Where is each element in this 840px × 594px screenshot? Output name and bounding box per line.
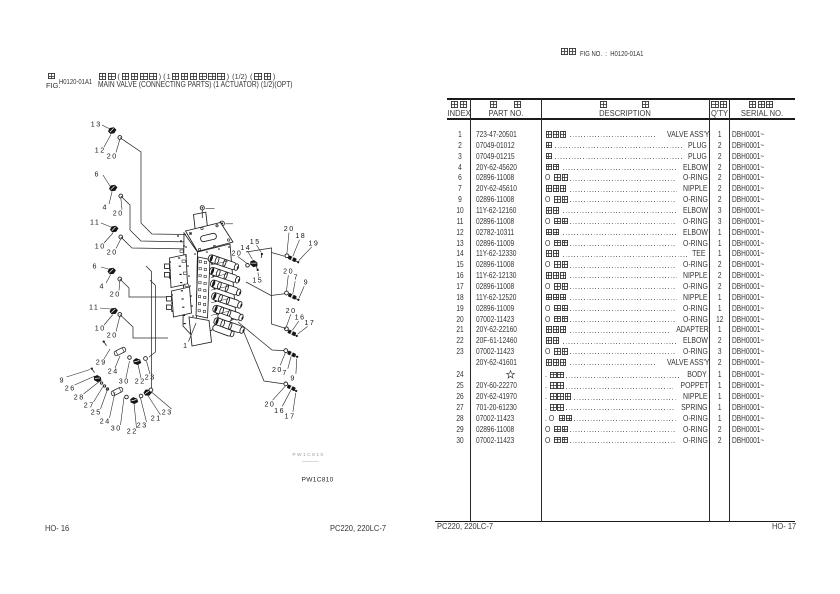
- svg-text:29: 29: [96, 359, 107, 367]
- svg-text:10: 10: [95, 325, 106, 333]
- svg-text:20: 20: [264, 401, 275, 409]
- svg-text:15: 15: [252, 277, 263, 285]
- svg-text:10: 10: [95, 243, 106, 251]
- svg-text:23: 23: [137, 422, 148, 430]
- svg-text:7: 7: [294, 274, 299, 282]
- svg-text:16: 16: [295, 314, 306, 322]
- svg-text:12: 12: [95, 147, 106, 155]
- svg-text:17: 17: [285, 412, 296, 420]
- svg-text:PW1C810: PW1C810: [293, 452, 325, 457]
- svg-text:6: 6: [92, 263, 97, 271]
- svg-text:27: 27: [84, 402, 95, 410]
- svg-text:20: 20: [286, 307, 297, 315]
- svg-text:23: 23: [162, 409, 173, 417]
- svg-text:20: 20: [113, 210, 124, 218]
- svg-text:20: 20: [107, 153, 118, 161]
- svg-text:25: 25: [91, 409, 102, 417]
- svg-text:30: 30: [119, 378, 130, 386]
- svg-text:4: 4: [99, 283, 104, 291]
- svg-text:16: 16: [274, 407, 285, 415]
- svg-text:7: 7: [282, 369, 287, 377]
- svg-text:20: 20: [231, 250, 242, 258]
- svg-text:17: 17: [304, 319, 315, 327]
- svg-text:24: 24: [100, 418, 111, 426]
- svg-text:22: 22: [135, 378, 146, 386]
- svg-text:PW1C810: PW1C810: [302, 477, 334, 484]
- svg-text:11: 11: [90, 219, 100, 227]
- svg-text:18: 18: [295, 232, 306, 240]
- svg-text:14: 14: [240, 244, 251, 252]
- svg-text:4: 4: [102, 204, 107, 212]
- svg-text:20: 20: [283, 268, 294, 276]
- svg-text:9: 9: [304, 279, 309, 287]
- svg-text:20: 20: [284, 225, 295, 233]
- svg-text:20: 20: [107, 249, 118, 257]
- svg-text:26: 26: [65, 385, 76, 393]
- svg-text:1: 1: [183, 343, 187, 350]
- svg-text:6: 6: [94, 171, 99, 179]
- svg-text:28: 28: [74, 394, 85, 402]
- svg-text:11: 11: [89, 304, 99, 312]
- svg-text:9: 9: [290, 374, 295, 382]
- svg-text:22: 22: [127, 428, 138, 436]
- svg-text:23: 23: [145, 374, 156, 382]
- svg-text:13: 13: [91, 121, 102, 129]
- svg-text:21: 21: [151, 415, 162, 423]
- svg-text:20: 20: [107, 332, 118, 340]
- svg-text:20: 20: [272, 366, 283, 374]
- svg-text:20: 20: [110, 291, 121, 299]
- svg-text:30: 30: [111, 425, 122, 433]
- svg-text:9: 9: [59, 377, 64, 385]
- svg-text:24: 24: [108, 368, 119, 376]
- svg-text:15: 15: [250, 238, 261, 246]
- svg-text:19: 19: [308, 239, 319, 247]
